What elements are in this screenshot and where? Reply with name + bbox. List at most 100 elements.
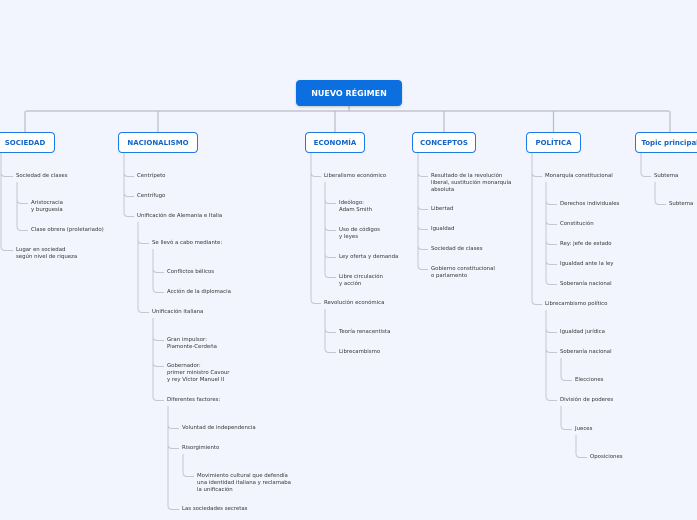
connector [137,222,149,313]
subtopic-node[interactable]: Risorgimiento [182,445,220,451]
subtopic-node[interactable]: Liberalismo económico [324,173,387,179]
connector [324,182,336,258]
connector [0,153,13,177]
subtopic-node[interactable]: Oposiciones [590,454,623,460]
connector [123,153,134,197]
subtopic-node[interactable]: Resultado de la revolución liberal, sust… [431,173,512,193]
subtopic-node[interactable]: Libertad [431,206,454,212]
topic-nacionalismo[interactable]: NACIONALISMO [118,132,198,153]
subtopic-node[interactable]: Gran impulsor: Piamonte-Cerdeña [167,337,217,350]
subtopic-node[interactable]: Centrífugo [137,193,166,199]
connector [324,309,336,333]
connector [531,153,542,305]
connector [417,153,428,270]
subtopic-node[interactable]: Constitución [560,221,594,227]
subtopic-node[interactable]: Subtema [654,173,679,179]
connector [545,310,557,353]
connector [152,318,164,341]
subtopic-node[interactable]: Igualdad ante la ley [560,261,614,267]
subtopic-node[interactable]: Uso de códigos y leyes [339,227,380,240]
subtopic-node[interactable]: Sociedad de clases [431,246,483,252]
subtopic-node[interactable]: Monarquía constitucional [545,173,613,179]
subtopic-node[interactable]: Ley oferta y demanda [339,254,399,260]
connector [0,153,13,251]
subtopic-node[interactable]: Librecambismo político [545,301,608,307]
subtopic-node[interactable]: Movimiento cultural que defendía una ide… [197,473,291,493]
subtopic-node[interactable]: Las sociedades secretas [182,506,248,512]
connector [137,222,149,244]
connector [123,153,134,177]
connector [324,182,336,278]
subtopic-node[interactable]: Unificación italiana [152,309,204,315]
connector [310,153,321,177]
subtopic-node[interactable]: Rey: jefe de estado [560,241,612,247]
subtopic-node[interactable]: Sociedad de clases [16,173,68,179]
subtopic-node[interactable]: Centrípeto [137,173,166,179]
subtopic-node[interactable]: Revolución económica [324,300,385,306]
subtopic-node[interactable]: Derechos individuales [560,201,620,207]
subtopic-node[interactable]: Librecambismo [339,349,381,355]
topic-sociedad[interactable]: SOCIEDAD [0,132,55,153]
subtopic-node[interactable]: División de poderes [560,397,614,403]
subtopic-node[interactable]: Gobierno constitucional o parlamento [431,266,495,279]
connector [545,182,557,265]
topic-política[interactable]: POLÍTICA [526,132,581,153]
connector [167,406,179,429]
topic-economía[interactable]: ECONOMÍA [305,132,365,153]
connector [654,182,666,205]
connector [560,358,572,381]
connector [167,406,179,510]
subtopic-node[interactable]: Se llevó a cabo mediante: [152,240,223,246]
connector [16,182,28,204]
subtopic-node[interactable]: Elecciones [575,377,604,383]
connector [152,249,164,293]
connector [545,310,557,333]
subtopic-node[interactable]: Unificación de Alemania e Italia [137,213,223,219]
connector [417,153,428,250]
root-topic[interactable]: NUEVO RÉGIMEN [296,80,402,106]
connector [545,182,557,245]
connector [152,318,164,367]
connector [310,153,321,304]
topic-topic-principal[interactable]: Topic principal [635,132,697,153]
connector [167,406,179,449]
connector [152,249,164,273]
connector [545,182,557,205]
connector [640,153,651,177]
subtopic-node[interactable]: Teoría renacentista [339,329,391,335]
subtopic-node[interactable]: Soberanía nacional [560,349,612,355]
subtopic-node[interactable]: Soberanía nacional [560,281,612,287]
connector [324,182,336,204]
connector [545,182,557,225]
subtopic-node[interactable]: Aristocracia y burguesía [31,200,63,213]
connector [417,153,428,210]
connector [417,153,428,177]
connector [16,182,28,231]
subtopic-node[interactable]: Subtema [669,201,694,207]
subtopic-node[interactable]: Clase obrera (proletariado) [31,227,104,233]
connector [123,153,134,217]
subtopic-node[interactable]: Jueces [575,426,593,432]
connector [531,153,542,177]
subtopic-node[interactable]: Diferentes factores: [167,397,221,403]
subtopic-node[interactable]: Libre circulación y acción [339,274,383,287]
subtopic-node[interactable]: Igualdad [431,226,455,232]
subtopic-node[interactable]: Igualdad jurídica [560,329,605,335]
topic-conceptos[interactable]: CONCEPTOS [412,132,476,153]
connector [152,318,164,401]
connector [545,310,557,401]
connector [417,153,428,230]
subtopic-node[interactable]: Ideólogo: Adam Smith [339,200,372,213]
connector [182,454,194,477]
connector [560,406,572,430]
subtopic-node[interactable]: Voluntad de independencia [182,425,256,431]
connector [324,182,336,231]
subtopic-node[interactable]: Lugar en sociedad según nivel de riqueza [16,247,78,260]
subtopic-node[interactable]: Conflictos bélicos [167,269,215,275]
subtopic-node[interactable]: Acción de la diplomacia [167,289,231,295]
subtopic-node[interactable]: Gobernador: primer ministro Cavour y rey… [167,363,230,383]
connector [324,309,336,353]
connector [575,435,587,458]
connector [26,106,669,112]
